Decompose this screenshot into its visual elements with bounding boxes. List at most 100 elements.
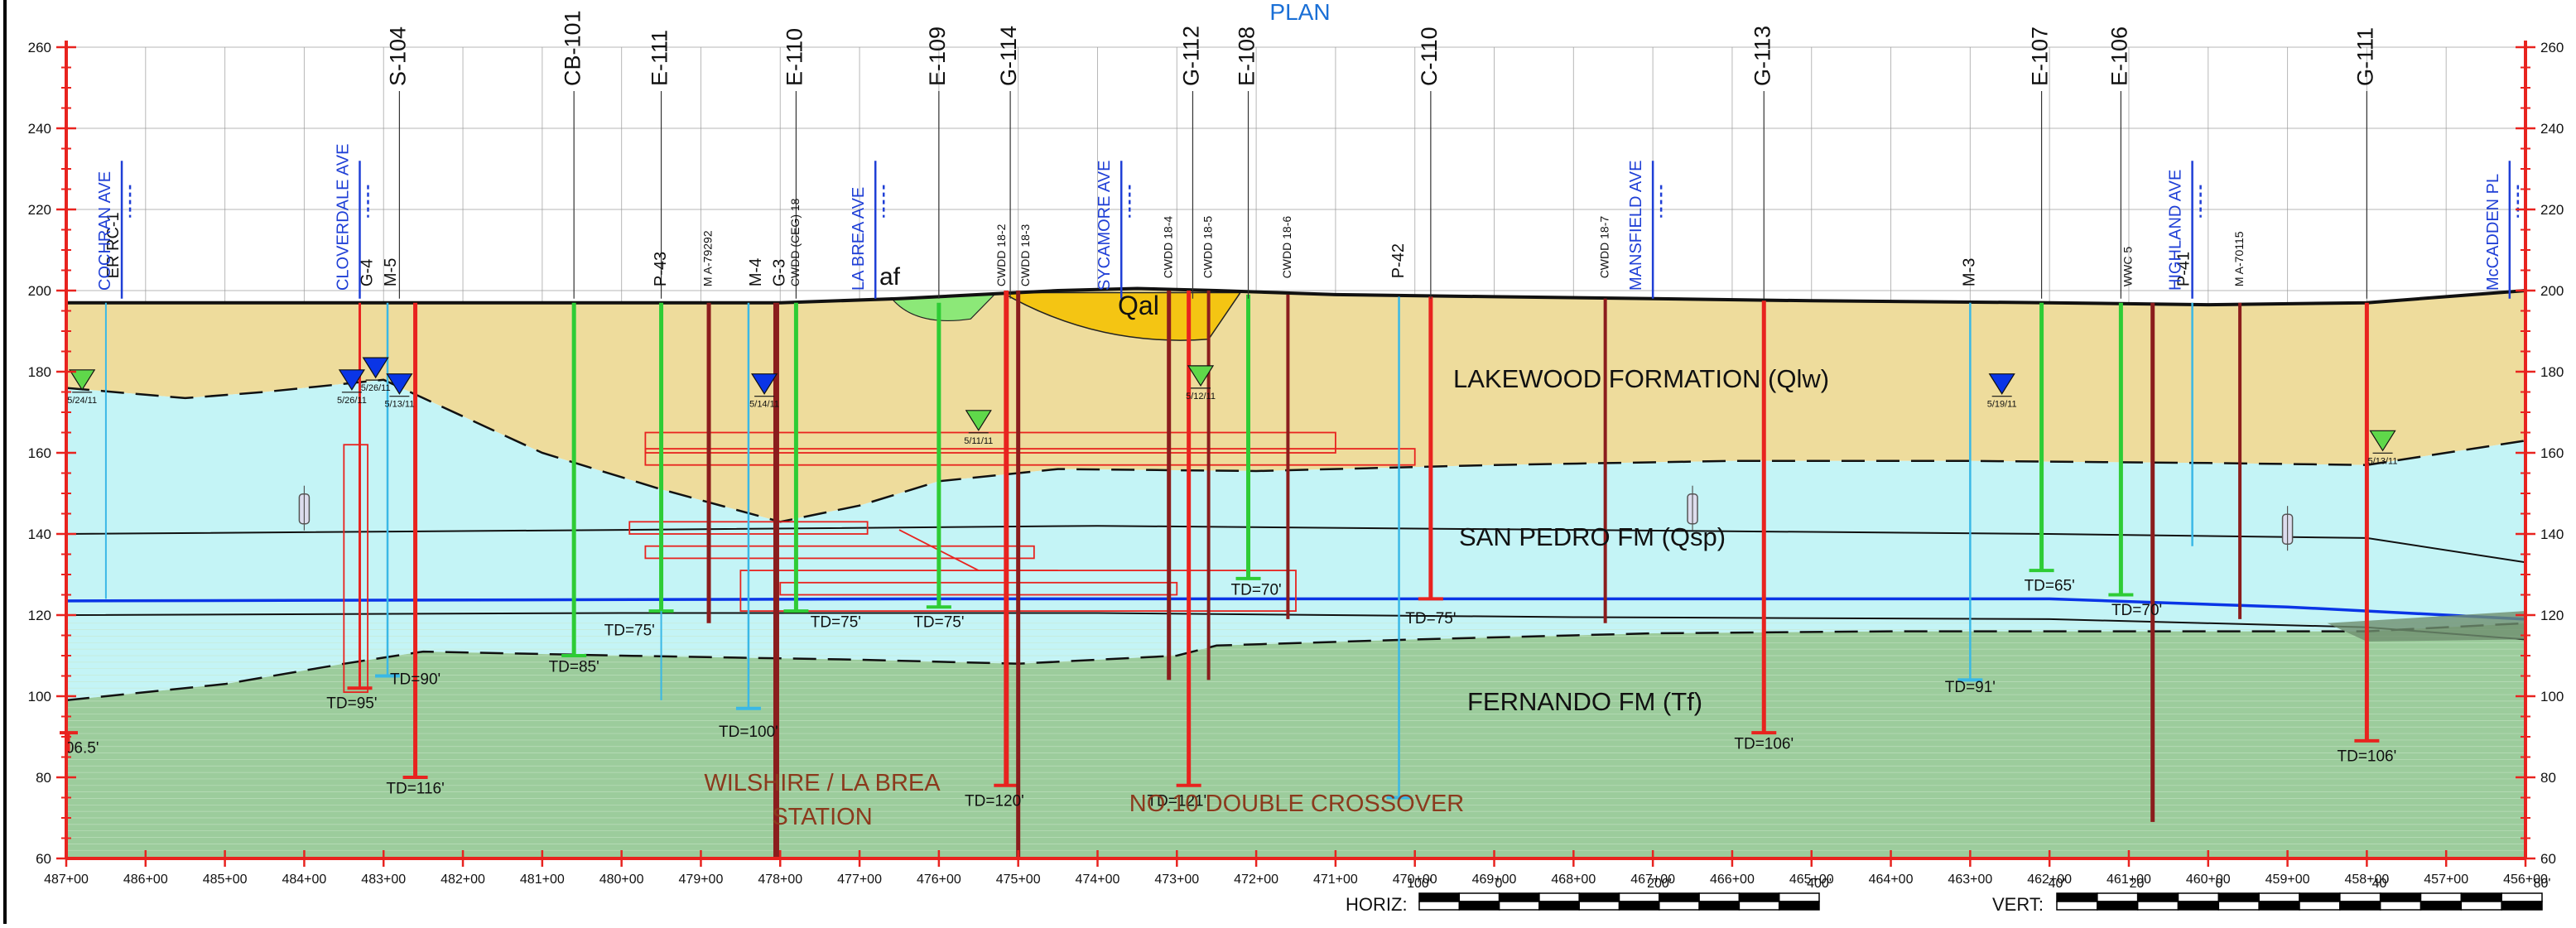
station-label: 456+00	[2503, 873, 2548, 887]
vert-scale-segment	[2177, 901, 2220, 911]
vert-scale-segment	[2379, 901, 2422, 911]
horiz-scale-segment	[1498, 892, 1540, 902]
street-label: SYCAMORE AVE	[1095, 161, 1114, 291]
boring-label-minor: P-41	[2174, 252, 2193, 286]
elevation-label-left: 80	[36, 770, 51, 786]
vert-scale-segment	[2097, 892, 2139, 902]
station-label: 467+00	[1630, 873, 1675, 887]
boring-label-minor: CWDD (CEG) 18	[788, 198, 802, 286]
street-label: HIGHLAND AVE	[2167, 170, 2185, 291]
elevation-label-left: 60	[36, 851, 51, 867]
horiz-scale-segment	[1418, 892, 1461, 902]
td-label: TD=100'	[719, 724, 778, 741]
horiz-scale-segment	[1538, 892, 1580, 902]
elevation-label-left: 240	[28, 121, 51, 137]
boring-label-minor: CWDD 18-4	[1161, 216, 1174, 279]
elevation-label-left: 140	[28, 527, 51, 542]
groundwater-marker	[1988, 373, 2015, 395]
vert-scale-segment	[2136, 901, 2179, 911]
td-label: TD=106'	[1734, 736, 1794, 753]
elevation-label-left: 220	[28, 202, 51, 218]
boring-label: S-104	[386, 26, 411, 86]
station-label: 477+00	[837, 873, 882, 887]
elevation-label-right: 180	[2540, 364, 2564, 380]
horiz-scale-label: HORIZ:	[1346, 894, 1408, 915]
station-label: 472+00	[1234, 873, 1278, 887]
groundwater-date: 5/24/11	[67, 396, 97, 406]
formation-label-qal: Qal	[1118, 291, 1159, 320]
td-label: TD=65'	[2025, 578, 2075, 595]
station-label: 462+00	[2027, 873, 2072, 887]
vert-scale-segment	[2339, 892, 2381, 902]
td-label: TD=75'	[913, 614, 964, 632]
horiz-scale-segment	[1698, 892, 1741, 902]
horiz-scale-segment	[1418, 901, 1461, 911]
tunnel-wedge	[2327, 611, 2525, 642]
groundwater-marker	[751, 373, 778, 395]
structure-outline	[343, 444, 368, 694]
horiz-scale-segment	[1738, 892, 1780, 902]
groundwater-marker	[338, 369, 365, 391]
station-label: 457+00	[2424, 873, 2468, 887]
station-label: 468+00	[1551, 873, 1596, 887]
vert-scale-segment	[2217, 892, 2260, 902]
horiz-scale-segment	[1618, 901, 1660, 911]
boring-label: E-107	[2028, 26, 2053, 86]
elevation-label-right: 240	[2540, 121, 2564, 137]
structure-outline	[898, 529, 1058, 571]
formation-label-sanpedro: SAN PEDRO FM (Qsp)	[1459, 522, 1726, 551]
boring-label-minor: P-43	[652, 252, 670, 286]
groundwater-date: 5/13/11	[384, 400, 414, 410]
elevation-label-right: 80	[2540, 770, 2556, 786]
vert-scale-tick: 40'	[2372, 877, 2390, 891]
boring-label-minor: CWDD 18-6	[1280, 216, 1293, 279]
station-label: 481+00	[520, 873, 565, 887]
tunnel-profile-line	[65, 597, 2526, 621]
boring-label-minor: CWDD 18-2	[994, 224, 1008, 286]
groundwater-marker	[965, 410, 992, 431]
groundwater-marker	[362, 357, 389, 379]
td-label: TD=91'	[1945, 679, 1996, 696]
boring-logs	[60, 291, 2380, 858]
td-label: TD=70'	[1231, 582, 1282, 599]
vert-scale-segment	[2379, 892, 2422, 902]
station-label: 461+00	[2107, 873, 2151, 887]
station-label: 464+00	[1869, 873, 1914, 887]
boring-label-minor: M-5	[382, 258, 400, 286]
vert-scale-tick: 20'	[2130, 877, 2147, 891]
vert-scale-label: VERT:	[1992, 894, 2044, 915]
station-label: 478+00	[758, 873, 802, 887]
station-name-line2: STATION	[772, 804, 872, 830]
sanpedro-layer	[66, 379, 2525, 700]
station-label: 471+00	[1313, 873, 1358, 887]
elevation-label-right: 100	[2540, 689, 2564, 704]
boring-label-minor: M A-70115	[2232, 231, 2246, 286]
elevation-label-left: 180	[28, 364, 51, 380]
strata-layers	[66, 288, 2525, 858]
station-label: 465+00	[1789, 873, 1834, 887]
boring-label: E-110	[782, 28, 807, 86]
boring-label: E-109	[925, 26, 950, 86]
street-label: LA BREA AVE	[850, 187, 868, 291]
structure-outline	[644, 448, 1416, 466]
station-label: 458+00	[2344, 873, 2389, 887]
station-label: 485+00	[203, 873, 248, 887]
lakewood-layer	[66, 288, 2525, 522]
horiz-scale-segment	[1778, 901, 1820, 911]
td-label: TD=116'	[386, 781, 444, 798]
vert-scale-segment	[2460, 892, 2502, 902]
boring-label: G-111	[2353, 27, 2378, 86]
elevation-label-left: 120	[28, 608, 51, 623]
horiz-scale-segment	[1578, 892, 1620, 902]
vert-scale-segment	[2501, 901, 2543, 911]
crossover-name: NO.10 DOUBLE CROSSOVER	[1129, 791, 1465, 817]
vert-scale-segment	[2056, 901, 2098, 911]
boring-label-minor: M A-79292	[701, 230, 715, 286]
vert-scale-tick: 40'	[2049, 877, 2066, 891]
groundwater-date: 5/26/11	[361, 383, 391, 393]
elevation-label-left: 260	[28, 40, 51, 55]
station-label: 463+00	[1948, 873, 1992, 887]
structure-outline	[644, 431, 1336, 454]
